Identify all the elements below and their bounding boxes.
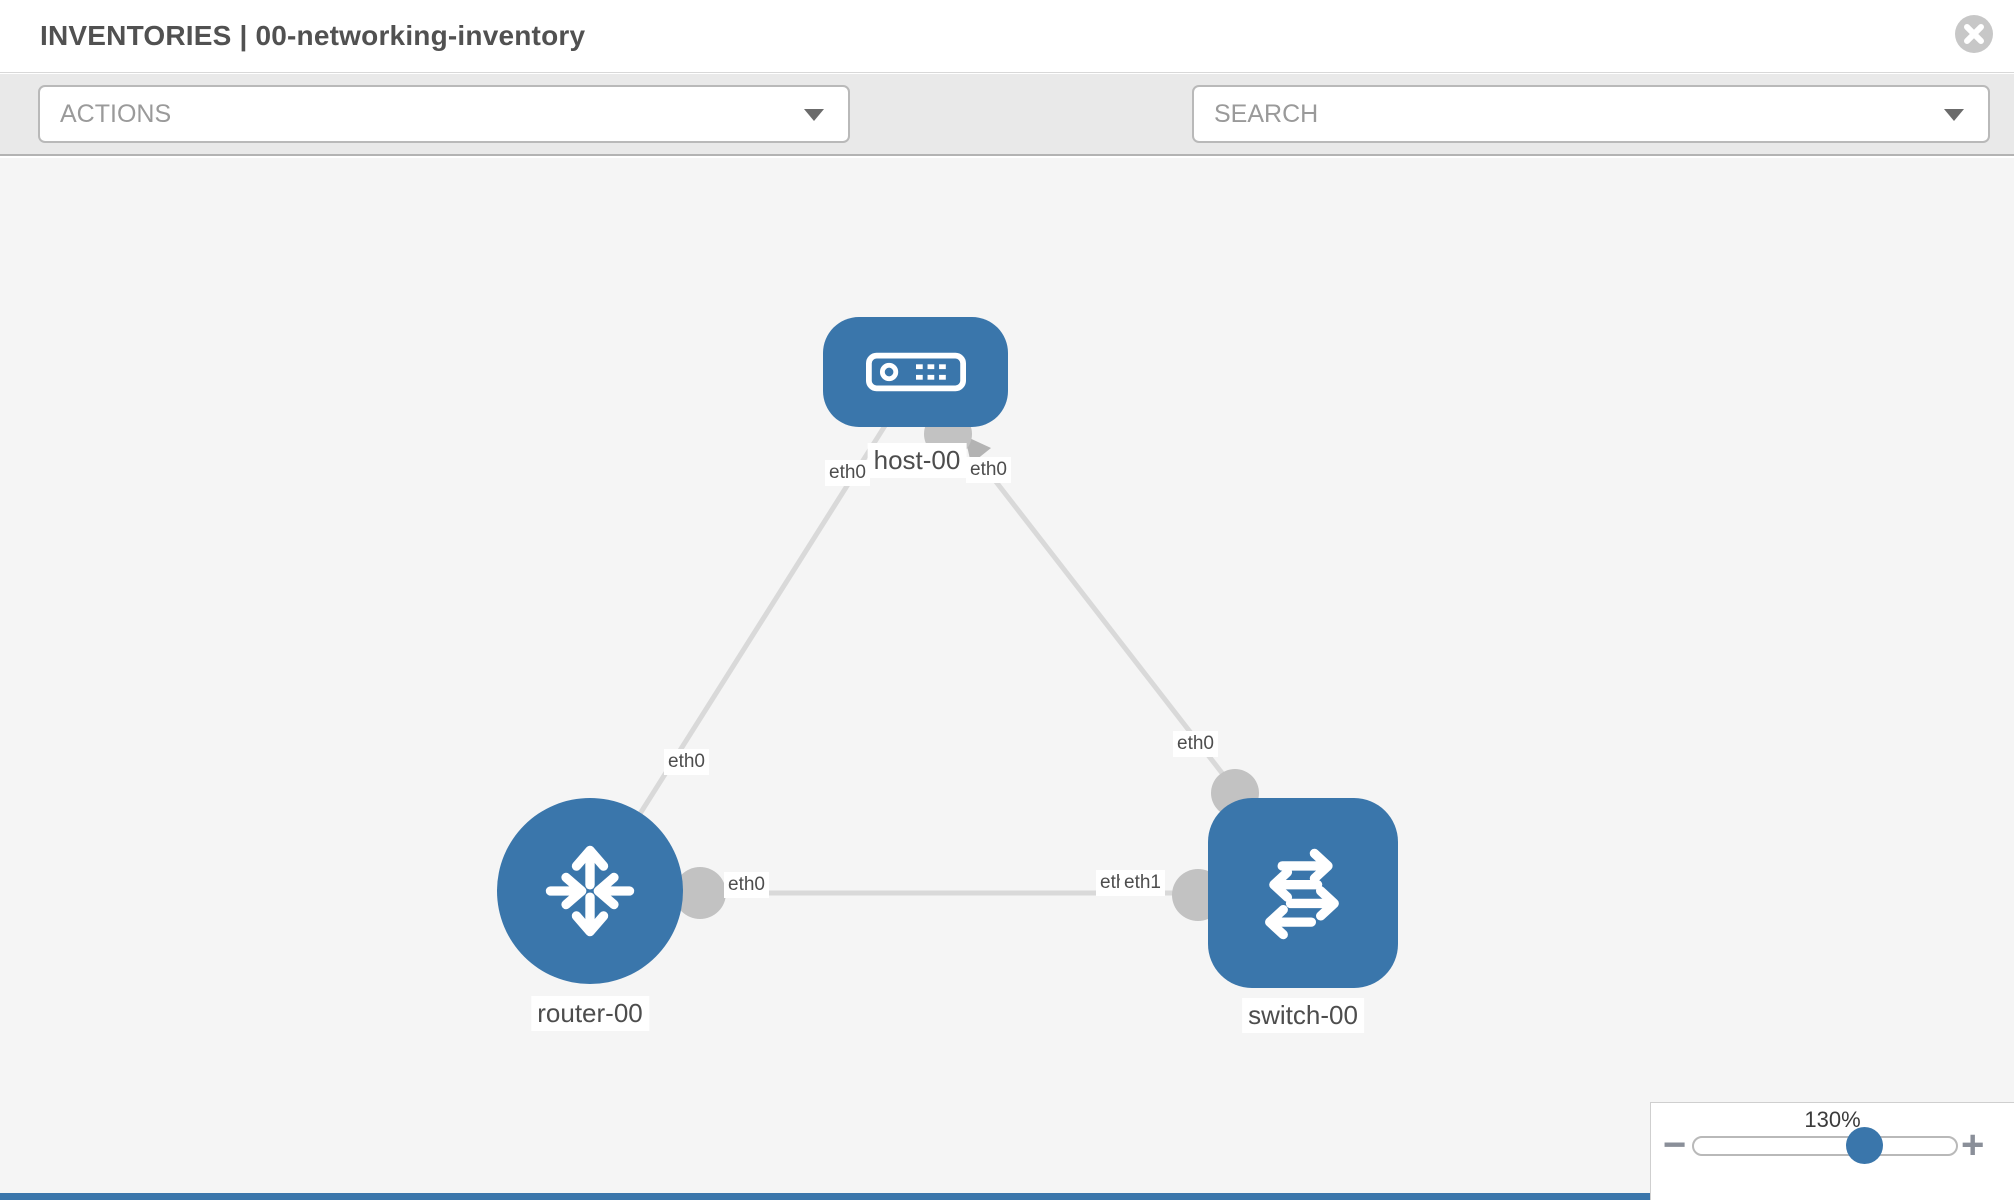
search-dropdown-label: SEARCH: [1214, 100, 1319, 128]
chevron-down-icon: [804, 109, 824, 121]
toolbar: ACTIONS SEARCH: [0, 74, 2014, 205]
interface-label: eth1: [1120, 870, 1165, 896]
interface-connector: [674, 867, 726, 919]
node-label-router: router-00: [531, 996, 649, 1031]
interface-label: eth0: [664, 749, 709, 775]
node-host-00[interactable]: [823, 317, 1008, 427]
search-dropdown[interactable]: SEARCH: [1192, 85, 1990, 143]
interface-label: eth0: [966, 457, 1011, 483]
switch-icon: [1265, 848, 1339, 940]
zoom-in-button[interactable]: +: [1961, 1123, 1985, 1167]
close-icon: [1955, 15, 1993, 53]
topology-canvas[interactable]: host-00 router-00 switch-00 eth0 eth0 et…: [0, 158, 2014, 1200]
chevron-down-icon: [1944, 109, 1964, 121]
node-router-00[interactable]: [497, 798, 683, 984]
footer-strip: [0, 1193, 1650, 1200]
node-label-switch: switch-00: [1242, 998, 1364, 1033]
interface-label: eth0: [1173, 731, 1218, 757]
page-title: INVENTORIES | 00-networking-inventory: [40, 20, 586, 51]
actions-dropdown[interactable]: ACTIONS: [38, 85, 850, 143]
header-bar: INVENTORIES | 00-networking-inventory: [0, 0, 2014, 73]
actions-dropdown-label: ACTIONS: [60, 100, 172, 128]
topology-links-layer: [587, 410, 1303, 921]
node-switch-00[interactable]: [1208, 798, 1398, 988]
interface-label: eth0: [825, 460, 870, 486]
node-label-host: host-00: [867, 443, 967, 478]
zoom-out-button[interactable]: −: [1663, 1123, 1687, 1167]
router-icon: [545, 845, 635, 937]
close-button[interactable]: [1954, 14, 1994, 54]
zoom-slider[interactable]: [1692, 1136, 1958, 1156]
zoom-panel: 130% − +: [1650, 1102, 2014, 1200]
interface-label: eth0: [724, 872, 769, 898]
zoom-level: 130%: [1804, 1107, 1861, 1132]
host-icon: [865, 352, 966, 392]
zoom-slider-thumb[interactable]: [1846, 1127, 1883, 1164]
